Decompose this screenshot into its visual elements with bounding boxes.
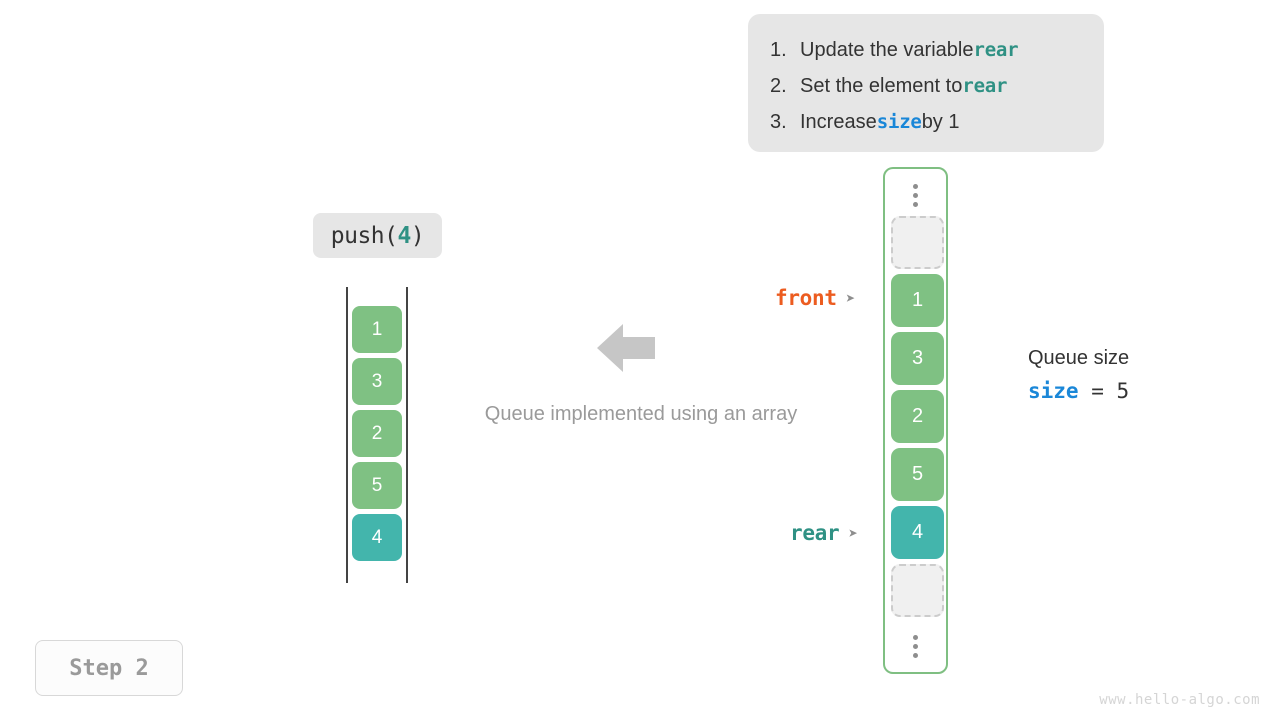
- queue-slot-empty: [891, 564, 944, 617]
- result-array-cells: 1 3 2 5 4: [352, 306, 402, 566]
- keyword-rear: rear: [973, 39, 1019, 61]
- operation-label: push(4): [313, 213, 442, 258]
- array-cell: 5: [352, 462, 402, 509]
- instruction-callout: 1. Update the variable rear 2. Set the e…: [748, 14, 1104, 152]
- instruction-item-3: 3. Increase size by 1: [770, 104, 1082, 140]
- instruction-number: 1.: [770, 39, 787, 61]
- keyword-rear: rear: [962, 75, 1008, 97]
- queue-slot: 1: [891, 274, 944, 327]
- operation-argument: 4: [397, 222, 412, 249]
- pointer-arrow-icon: ➤: [845, 288, 856, 308]
- instruction-number: 3.: [770, 111, 787, 133]
- keyword-size: size: [876, 111, 922, 133]
- queue-size-title: Queue size: [1028, 347, 1130, 369]
- size-variable: size: [1028, 379, 1079, 403]
- instruction-item-1: 1. Update the variable rear: [770, 32, 1082, 68]
- queue-size-expression: size = 5: [1028, 373, 1258, 409]
- operation-name: push(: [330, 222, 398, 249]
- left-arrow-icon: [597, 322, 655, 374]
- vertical-ellipsis-icon-bottom: [885, 626, 946, 666]
- instruction-text: Update the variable: [800, 39, 974, 61]
- pointer-rear-label: rear: [790, 521, 840, 545]
- array-cell: 2: [352, 410, 402, 457]
- queue-slot-rear: 4: [891, 506, 944, 559]
- pointer-front-label: front: [775, 286, 837, 310]
- queue-size-readout: Queue size size = 5: [1028, 343, 1258, 409]
- array-rail-left: [346, 287, 348, 583]
- instruction-text: Set the element to: [800, 75, 963, 97]
- array-cell-highlighted: 4: [352, 514, 402, 561]
- result-array: 1 3 2 5 4: [346, 287, 408, 583]
- pointer-rear: rear ➤: [790, 521, 858, 545]
- queue-slot-list: 1 3 2 5 4: [891, 216, 944, 622]
- pointer-arrow-icon: ➤: [848, 523, 858, 543]
- queue-slot-empty: [891, 216, 944, 269]
- array-cell: 3: [352, 358, 402, 405]
- instruction-text-tail: by 1: [921, 111, 960, 133]
- instruction-number: 2.: [770, 75, 787, 97]
- vertical-ellipsis-icon-top: [885, 175, 946, 215]
- queue-array-container: 1 3 2 5 4: [883, 167, 948, 674]
- size-value: 5: [1116, 379, 1130, 403]
- operation-paren-close: ): [410, 222, 425, 249]
- pointer-front: front ➤: [775, 286, 855, 310]
- queue-slot: 2: [891, 390, 944, 443]
- queue-slot: 5: [891, 448, 944, 501]
- watermark: www.hello-algo.com: [1099, 692, 1260, 708]
- instruction-item-2: 2. Set the element to rear: [770, 68, 1082, 104]
- instruction-text: Increase: [800, 111, 877, 133]
- queue-slot: 3: [891, 332, 944, 385]
- array-cell: 1: [352, 306, 402, 353]
- size-equals: =: [1091, 379, 1104, 403]
- array-rail-right: [406, 287, 408, 583]
- diagram-caption: Queue implemented using an array: [484, 403, 798, 425]
- step-badge: Step 2: [35, 640, 183, 696]
